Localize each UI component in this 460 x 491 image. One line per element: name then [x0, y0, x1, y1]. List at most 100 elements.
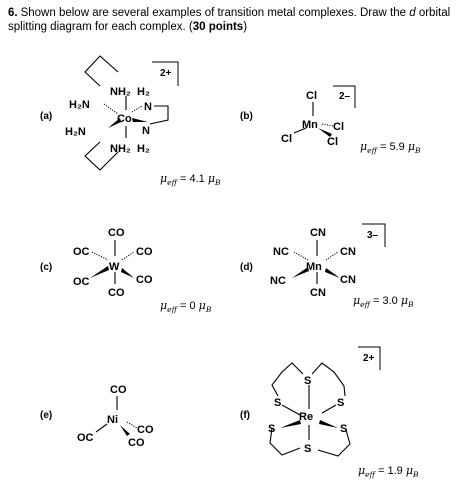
- complex-c: (c) CO OC CO W OC CO CO μeff = 0 μB: [40, 227, 212, 314]
- bond-c-lr: [121, 268, 134, 278]
- nh2-left-bottom: H₂N: [65, 126, 86, 138]
- ring-right: [149, 105, 169, 125]
- oc-left-e: OC: [77, 432, 94, 444]
- label-b: (b): [240, 111, 253, 122]
- nh2-left-top: H₂N: [69, 99, 90, 111]
- metal-mn-d: Mn: [306, 261, 322, 273]
- bond-c-ll: [90, 266, 109, 278]
- cn-bottom-d: CN: [310, 287, 326, 299]
- nc-upper-left-d: NC: [273, 246, 289, 258]
- bond-f-wedge-left: [280, 420, 301, 428]
- metal-ni: Ni: [107, 414, 118, 426]
- bond-c-ur: [121, 251, 135, 261]
- bond-f-ul: [281, 404, 301, 416]
- bond-e-wedge: [120, 425, 130, 436]
- s-lower-right: S: [340, 423, 347, 435]
- oc-upper-left-c: OC: [73, 246, 90, 258]
- co-top-c: CO: [108, 227, 125, 239]
- metal-re: Re: [299, 411, 313, 423]
- bond-c-ul: [91, 251, 109, 261]
- n-right-top: N: [144, 101, 152, 113]
- s-lower-left: S: [268, 423, 275, 435]
- question-close-paren: ): [243, 21, 248, 33]
- bond-d-ll: [292, 267, 309, 278]
- charge-d: 3–: [367, 230, 379, 241]
- metal-co: Co: [117, 113, 132, 125]
- ring-bottom: [84, 141, 119, 171]
- s-upper-left: S: [274, 397, 281, 409]
- nc-lower-left-d: NC: [270, 275, 286, 287]
- bond-f-wedge-right: [319, 420, 338, 428]
- bond-b-right: [321, 123, 334, 127]
- question-text: 6.Shown below are several examples of tr…: [8, 6, 454, 34]
- h2-bottom: H₂: [137, 143, 150, 155]
- metal-w: W: [109, 261, 120, 273]
- cl-top-b: Cl: [306, 90, 317, 102]
- oc-lower-left-c: OC: [73, 276, 90, 288]
- question-d-italic: d: [409, 7, 416, 19]
- label-f: (f): [240, 410, 250, 421]
- question-text-part2: orbital splitting diagram for each compl…: [8, 7, 451, 33]
- question-points: 30 points: [192, 21, 244, 33]
- bond-d-ul: [293, 251, 309, 261]
- question-text-part1: Shown below are several examples of tran…: [20, 7, 410, 19]
- cl-right-b: Cl: [333, 121, 344, 133]
- label-a: (a): [40, 111, 52, 122]
- complex-d: (d) 3– CN NC CN Mn NC CN CN μeff = 3.0 μ…: [240, 223, 414, 309]
- charge-f: 2+: [363, 353, 375, 364]
- metal-mn-b: Mn: [302, 119, 318, 131]
- co-right-e: CO: [137, 424, 154, 436]
- charge-bracket-b: [333, 85, 356, 108]
- bond-a-4: [132, 118, 148, 122]
- label-c: (c): [40, 262, 52, 273]
- moment-c: μeff = 0 μB: [160, 299, 212, 314]
- moment-f: μeff = 1.9 μB: [358, 464, 419, 479]
- co-upper-right-c: CO: [136, 246, 153, 258]
- cn-upper-right-d: CN: [340, 246, 356, 258]
- nh2-top: NH₂: [110, 86, 131, 98]
- complex-f: (f) 2+ S S S Re S S S μeff = 1.9 μB: [240, 346, 419, 479]
- moment-d: μeff = 3.0 μB: [353, 294, 414, 309]
- bond-b-left: [293, 127, 307, 134]
- cn-lower-right-d: CN: [340, 274, 356, 286]
- bond-e-right: [126, 421, 138, 429]
- complex-b: (b) 2– Cl Mn Cl Cl Cl μeff = 5.9 μB: [240, 85, 421, 155]
- bond-b-wedge: [318, 128, 332, 137]
- ring-top: [84, 55, 119, 87]
- n-right-mid: N: [142, 125, 150, 137]
- chain-top-left: [271, 362, 304, 397]
- moment-a: μeff = 4.1 μB: [160, 172, 221, 187]
- moment-b: μeff = 5.9 μB: [360, 140, 421, 155]
- bond-a-2: [131, 105, 143, 113]
- charge-bracket-a: [152, 61, 179, 86]
- bond-d-ur: [325, 251, 339, 261]
- nh2-bottom: NH₂: [110, 143, 131, 155]
- bond-a-1: [103, 103, 119, 115]
- bond-d-lr: [325, 268, 340, 278]
- chain-bottom-left: [269, 427, 301, 456]
- label-d: (d): [240, 262, 253, 273]
- s-top: S: [304, 375, 311, 387]
- cl-left-b: Cl: [281, 133, 292, 145]
- charge-bracket-d: [362, 223, 386, 247]
- s-upper-right: S: [337, 397, 344, 409]
- label-e: (e): [40, 410, 52, 421]
- bond-a-3: [108, 118, 121, 128]
- co-lower-right-c: CO: [136, 274, 153, 286]
- chain-top-right: [311, 362, 346, 397]
- complex-a: (a) 2+ Co H₂N H₂N NH₂ H₂ N N NH₂ H₂ μeff…: [40, 55, 221, 187]
- bond-e-left: [95, 423, 108, 433]
- charge-b: 2–: [339, 91, 351, 102]
- chain-bottom-right: [317, 429, 351, 457]
- co-top-e: CO: [110, 384, 127, 396]
- co-bottom-e: CO: [128, 437, 145, 449]
- cn-top-d: CN: [310, 227, 326, 239]
- h2-top: H₂: [137, 86, 150, 98]
- complex-e: (e) CO Ni CO OC CO: [40, 384, 154, 449]
- co-bottom-c: CO: [108, 287, 125, 299]
- charge-bracket-f: [358, 346, 381, 370]
- bond-f-ur: [321, 404, 337, 414]
- charge-a: 2+: [160, 68, 172, 79]
- s-bottom: S: [304, 443, 311, 455]
